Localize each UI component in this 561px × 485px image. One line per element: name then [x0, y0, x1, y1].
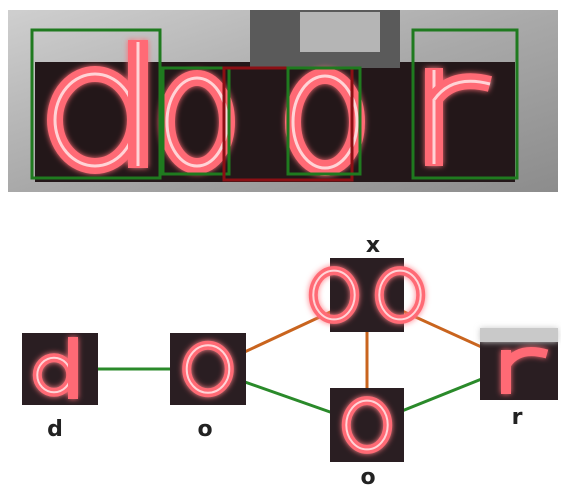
neon-sign-photo — [8, 10, 558, 192]
node-r — [480, 328, 558, 400]
window-glare — [300, 12, 380, 52]
node-glyph-o1 — [182, 340, 234, 398]
node-glyph-o2 — [341, 396, 393, 454]
node-glyph-d — [32, 337, 78, 399]
node-o1 — [170, 333, 246, 405]
candidate-box-r — [411, 28, 519, 180]
node-d — [22, 333, 98, 405]
neon-letter-o-first — [159, 70, 235, 174]
node-glyph-r — [480, 328, 558, 394]
neon-letter-d — [47, 40, 148, 174]
node-o2 — [330, 388, 404, 462]
neon-letter-o-second — [285, 68, 365, 176]
node-glyph-x — [308, 266, 426, 324]
candidate-box-d — [30, 28, 162, 180]
graph-labels: d o x o r — [47, 233, 522, 485]
node-label-x: x — [366, 233, 380, 258]
node-label-o2: o — [360, 465, 375, 485]
neon-letter-r — [425, 68, 493, 166]
node-label-d: d — [47, 417, 63, 442]
graph-edges — [60, 293, 520, 427]
candidate-box-o-first — [161, 66, 231, 176]
node-x — [308, 258, 426, 332]
graph-nodes — [22, 258, 558, 462]
node-label-o1: o — [197, 417, 212, 442]
candidate-box-o-second — [286, 66, 362, 176]
node-label-r: r — [512, 405, 523, 430]
